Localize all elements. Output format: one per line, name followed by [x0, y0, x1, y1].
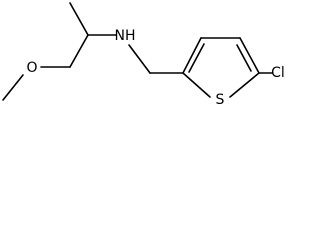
bond-lines: [2, 2, 273, 101]
bond-nh-ch2: [128, 44, 151, 74]
bond-c4-c5: [239, 37, 260, 74]
chlorine-atom-label: Cl: [271, 65, 285, 81]
bond-o-methyl: [2, 74, 24, 101]
bond-c4-c5-inner: [236, 44, 252, 72]
bond-s-c2: [182, 72, 211, 98]
chemical-structure-diagram: NH O S Cl: [2, 2, 285, 108]
oxygen-atom-label: O: [26, 60, 37, 76]
nitrogen-atom-label: NH: [115, 28, 136, 44]
bond-c2-c3-inner: [188, 43, 205, 73]
bond-methyl-ch: [69, 2, 89, 36]
atom-labels: NH O S Cl: [26, 28, 284, 108]
bond-c5-s: [229, 72, 260, 98]
bond-c2-c3: [182, 37, 202, 74]
bond-ch-ch2: [69, 34, 89, 68]
sulfur-atom-label: S: [216, 92, 225, 108]
